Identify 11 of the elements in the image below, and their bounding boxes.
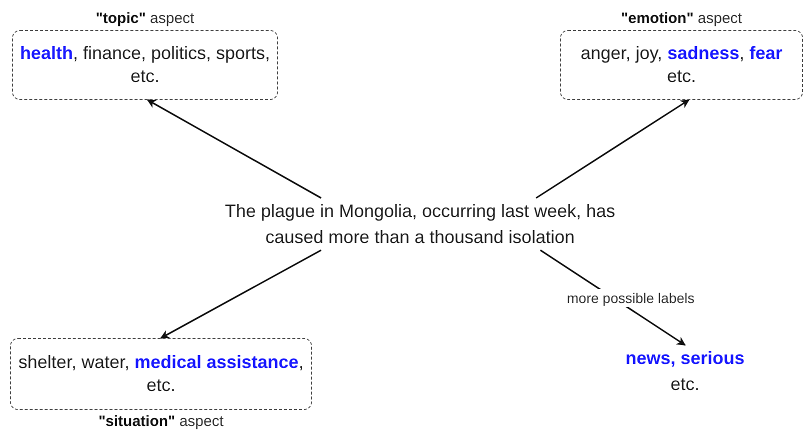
- arrow: [536, 99, 690, 199]
- arrow: [160, 249, 322, 339]
- label-list: shelter, water, medical assistance, etc.: [17, 350, 305, 398]
- aspect-heading: "emotion" aspect: [621, 10, 742, 27]
- label-list: news, serious etc.: [620, 345, 750, 398]
- aspect-heading: "topic" aspect: [96, 10, 194, 27]
- label-list: anger, joy, sadness, fear etc.: [567, 42, 796, 88]
- label-list: health, finance, politics, sports, etc.: [19, 42, 271, 88]
- arrow: [146, 99, 322, 199]
- sentence-text: The plague in Mongolia, occurring last week, has caused more than a thousand isolation: [205, 198, 635, 250]
- aspect-heading: "situation" aspect: [98, 413, 224, 430]
